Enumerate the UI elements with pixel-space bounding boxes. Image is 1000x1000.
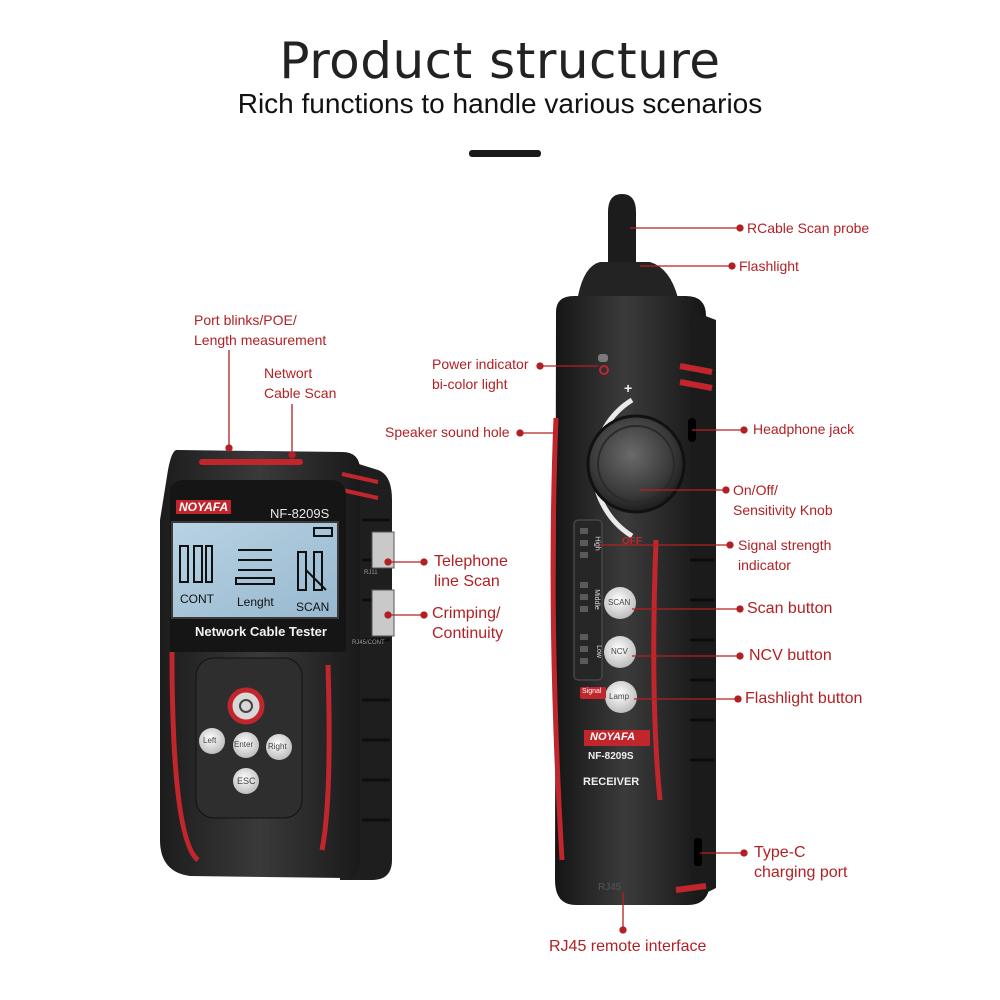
title-divider <box>469 150 541 157</box>
receiver-name: RECEIVER <box>583 776 640 788</box>
callout-rj45-remote: RJ45 remote interface <box>549 938 707 955</box>
callout-typec-line2: charging port <box>754 864 848 881</box>
callout-signal-strength-line1: Signal strength <box>738 537 832 553</box>
callout-power-indicator: Power indicator bi-color light <box>432 354 529 394</box>
receiver-model: NF-8209S <box>588 751 634 762</box>
tester-right-button[interactable]: Right <box>268 742 287 751</box>
cable-tester <box>160 449 395 880</box>
level-low: Low <box>594 645 602 658</box>
callout-port-blinks-line1: Port blinks/POE/ <box>194 312 297 328</box>
callout-speaker: Speaker sound hole <box>385 424 510 440</box>
screen-label-cont: CONT <box>180 592 214 606</box>
tester-model: NF-8209S <box>270 506 330 521</box>
callout-crimping-line1: Crimping/ <box>432 605 501 622</box>
receiver <box>550 194 716 905</box>
callout-network-scan-line1: Networt <box>264 365 313 381</box>
receiver-bottom-label: RJ45 <box>598 882 622 893</box>
callout-power-indicator-line1: Power indicator <box>432 356 529 372</box>
screen-label-scan: SCAN <box>296 600 330 614</box>
callout-ncv-button: NCV button <box>749 647 832 664</box>
tester-left-button[interactable]: Left <box>203 736 217 745</box>
signal-badge: Signal <box>582 688 602 695</box>
level-high: High <box>593 536 601 551</box>
tester-port-rj45: RJ45/CONT <box>352 640 385 646</box>
tester-port-rj11: RJ11 <box>364 570 378 576</box>
callout-lines <box>225 224 748 934</box>
callout-power-indicator-line2: bi-color light <box>432 376 508 392</box>
lamp-button[interactable]: Lamp <box>609 692 630 701</box>
callout-onoff: On/Off/ Sensitivity Knob <box>733 480 833 520</box>
callout-onoff-line1: On/Off/ <box>733 482 778 498</box>
callout-telephone-line1: Telephone <box>434 553 508 570</box>
callout-typec: Type-C charging port <box>754 843 847 883</box>
page-subtitle: Rich functions to handle various scenari… <box>237 88 763 119</box>
callout-headphone: Headphone jack <box>753 421 855 437</box>
callout-crimping-line2: Continuity <box>432 625 504 642</box>
tester-panel-label: Network Cable Tester <box>195 624 327 639</box>
page-title: Product structure <box>279 32 721 90</box>
callout-telephone: Telephone line Scan <box>434 552 508 592</box>
screen-label-length: Lenght <box>237 595 274 609</box>
knob-off: OFF <box>622 536 642 547</box>
callout-flashlight-button: Flashlight button <box>745 690 863 707</box>
tester-esc-button[interactable]: ESC <box>237 776 256 786</box>
callout-scan-button: Scan button <box>747 600 833 617</box>
callout-onoff-line2: Sensitivity Knob <box>733 502 833 518</box>
tester-brand: NOYAFA <box>176 500 232 514</box>
callout-crimping: Crimping/ Continuity <box>432 604 503 644</box>
callout-typec-line1: Type-C <box>754 844 806 861</box>
callout-signal-strength-line2: indicator <box>738 557 791 573</box>
callout-telephone-line2: line Scan <box>434 573 500 590</box>
callout-network-scan: Networt Cable Scan <box>264 363 336 403</box>
callout-signal-strength: Signal strength indicator <box>738 535 831 575</box>
level-middle: Middle <box>592 589 600 610</box>
callout-port-blinks: Port blinks/POE/ Length measurement <box>194 310 326 350</box>
ncv-button[interactable]: NCV <box>611 647 628 656</box>
callout-network-scan-line2: Cable Scan <box>264 385 337 401</box>
tester-enter-button[interactable]: Enter <box>234 740 254 749</box>
callout-port-blinks-line2: Length measurement <box>194 332 327 348</box>
scan-button[interactable]: SCAN <box>608 598 631 607</box>
knob-plus: + <box>624 380 633 396</box>
callout-flashlight: Flashlight <box>739 258 799 274</box>
receiver-brand: NOYAFA <box>590 731 636 743</box>
callout-probe: RCable Scan probe <box>747 220 870 236</box>
